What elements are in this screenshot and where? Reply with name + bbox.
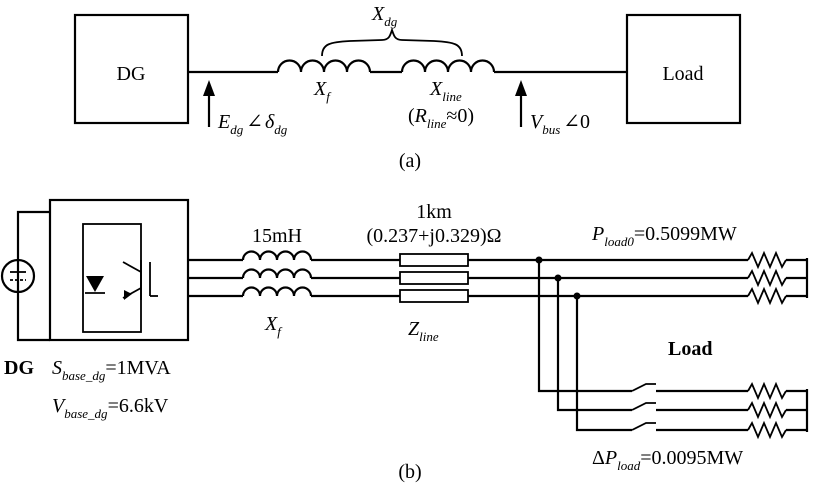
line-impedances [399, 253, 469, 303]
source-wires [16, 210, 50, 342]
dc-source-icon [0, 258, 36, 294]
xdg-brace [321, 27, 463, 57]
vbus-label: Vbus∠0 [530, 111, 590, 137]
rline-label-a: (Rline≈0) [408, 105, 474, 131]
vbase-label: Vbase_dg=6.6kV [52, 395, 169, 421]
part-a: DG Load Xdg Xf Xline (Rline≈0) Edg∠δdg V… [73, 3, 742, 172]
vbus-arrow-head [515, 80, 527, 96]
xf-label-b: Xf [264, 313, 283, 339]
three-phase-wires [188, 258, 748, 298]
inductors-15mh [241, 250, 313, 297]
xline-label-a: Xline [429, 78, 462, 104]
length-label: 1km [416, 201, 452, 223]
igbt-collector [122, 261, 142, 273]
xdg-label: Xdg [371, 3, 398, 29]
pload-label: Pload0=0.5099MW [591, 223, 737, 249]
diode-icon [86, 276, 104, 292]
inductor-xline-a [400, 59, 496, 73]
inverter-box [48, 198, 190, 342]
caption-a: (a) [399, 150, 421, 172]
inductance-label: 15mH [252, 225, 302, 247]
edg-arrow-head [203, 80, 215, 96]
xf-label-a: Xf [313, 78, 332, 104]
edg-label: Edg∠δdg [217, 111, 288, 137]
part-b: 15mH 1km (0.237+j0.329)Ω Xf Zline Pload0… [0, 198, 809, 483]
zline-label: Zline [408, 318, 439, 344]
sbase-label: Sbase_dg=1MVA [52, 357, 171, 383]
dg-block-a [73, 13, 190, 125]
dg-label-a: DG [117, 63, 146, 85]
load-block-a [625, 13, 742, 125]
igbt-arrow-icon [124, 290, 132, 300]
impedance-label: (0.237+j0.329)Ω [366, 225, 501, 247]
delta-load-branch [535, 256, 809, 440]
load-label-b: Load [668, 338, 712, 360]
load-label-a: Load [662, 63, 703, 85]
delta-pload-label: ΔPload=0.0095MW [592, 447, 743, 473]
caption-b: (b) [398, 461, 421, 483]
inductor-xf-a [276, 59, 372, 73]
main-load-resistors [747, 250, 809, 306]
dg-label-b: DG [4, 357, 34, 379]
